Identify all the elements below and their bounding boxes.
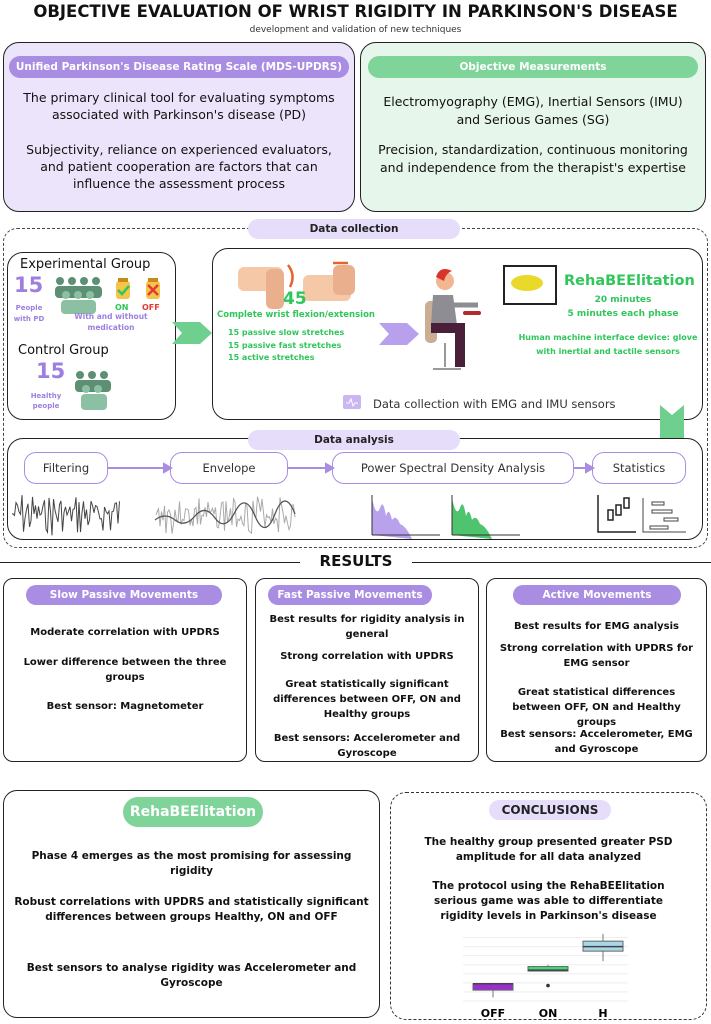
- conclusions-title: CONCLUSIONS: [489, 800, 611, 820]
- sensor-monitor-icon: [343, 395, 361, 409]
- data-collection-label: Data collection: [248, 219, 460, 239]
- rehab-item: Best sensors to analyse rigidity was Acc…: [26, 962, 357, 989]
- result-item: Best results for rigidity analysis in ge…: [269, 614, 465, 640]
- updrs-header: Unified Parkinson's Disease Rating Scale…: [9, 56, 349, 78]
- movement-item: 15 passive slow stretches: [228, 328, 345, 337]
- protocol-panel: 45 Complete wrist flexion/extension 15 p…: [212, 248, 703, 420]
- candlestick-chart-icon: [597, 495, 636, 533]
- result-card-slow: Slow Passive Movements Moderate correlat…: [3, 578, 247, 762]
- analysis-graphics: [11, 462, 686, 539]
- horizontal-boxplot-icon: [642, 498, 686, 533]
- green-chevron-arrow: [172, 322, 212, 344]
- results-divider-left: [0, 562, 300, 563]
- boxplot-category-label: H: [598, 1007, 607, 1019]
- conclusion-item: The healthy group presented greater PSD …: [424, 836, 673, 863]
- envelope-curve: [154, 500, 296, 529]
- objective-text-2: Precision, standardization, continuous m…: [378, 142, 688, 175]
- result-item: Best sensor: Magnetometer: [46, 701, 204, 712]
- boxplot-category-label: OFF: [481, 1007, 505, 1019]
- page-subtitle: development and validation of new techni…: [249, 25, 462, 35]
- on-label: ON: [115, 303, 129, 312]
- purple-chevron-arrow: [379, 323, 419, 345]
- envelope-raw-waveform: [155, 496, 296, 535]
- medication-on-icon: [116, 278, 130, 299]
- result-card-fast: Fast Passive Movements Best results for …: [255, 578, 479, 762]
- conclusion-item: The protocol using the RehaBEElitation s…: [432, 880, 665, 922]
- results-title: RESULTS: [319, 552, 393, 570]
- psd-plot-purple: [372, 498, 412, 539]
- boxplot-category-label: ON: [539, 1007, 558, 1019]
- result-item: Moderate correlation with UPDRS: [30, 627, 220, 638]
- result-item: Best sensors: Accelerometer and Gyroscop…: [273, 733, 461, 759]
- result-item: Strong correlation with UPDRS: [280, 651, 454, 662]
- wrist-flexion-icon: [238, 261, 355, 309]
- healthy-people-icon: [75, 371, 111, 410]
- medication-desc: With and without medication: [74, 312, 148, 332]
- updrs-text-1: The primary clinical tool for evaluating…: [23, 90, 335, 122]
- control-count: 15: [36, 359, 66, 383]
- results-divider-right: [412, 562, 711, 563]
- experimental-desc: People with PD: [13, 304, 45, 323]
- movement-title: Complete wrist flexion/extension: [217, 310, 375, 320]
- game-name: RehaBEElitation: [564, 273, 695, 289]
- rehab-item: Phase 4 emerges as the most promising fo…: [31, 850, 352, 877]
- conclusions-panel: CONCLUSIONS The healthy group presented …: [390, 792, 707, 1020]
- result-card-title: Active Movements: [513, 585, 681, 605]
- conclusions-boxplot: OFF ON H: [463, 933, 628, 1019]
- page-title: OBJECTIVE EVALUATION OF WRIST RIGIDITY I…: [33, 2, 678, 21]
- result-item: Great statistically significant differen…: [273, 679, 461, 720]
- game-duration: 20 minutes: [594, 295, 652, 305]
- device-desc: Human machine interface device: glove wi…: [518, 333, 698, 356]
- objective-text-1: Electromyography (EMG), Inertial Sensors…: [383, 94, 683, 127]
- data-analysis-label: Data analysis: [248, 430, 460, 450]
- seated-person-illustration: [425, 269, 481, 370]
- movement-item: 15 active stretches: [228, 353, 315, 362]
- updrs-text-2: Subjectivity, reliance on experienced ev…: [26, 142, 332, 191]
- control-group-title: Control Group: [18, 343, 109, 358]
- updrs-panel: Unified Parkinson's Disease Rating Scale…: [3, 42, 355, 212]
- rehab-title: RehaBEElitation: [123, 797, 263, 827]
- game-screen-icon: [503, 265, 557, 305]
- objective-header: Objective Measurements: [368, 56, 698, 78]
- movement-item: 15 passive fast stretches: [228, 340, 342, 350]
- step-envelope: Envelope: [170, 452, 288, 484]
- off-label: OFF: [142, 303, 160, 312]
- step-filtering: Filtering: [24, 452, 108, 484]
- rehab-panel: RehaBEElitation Phase 4 emerges as the m…: [3, 790, 380, 1018]
- result-item: Lower difference between the three group…: [23, 657, 227, 683]
- medication-off-icon: [146, 278, 160, 299]
- result-item: Great statistical differences between OF…: [512, 687, 681, 728]
- control-desc: Healthy people: [30, 392, 62, 410]
- result-card-title: Slow Passive Movements: [26, 585, 222, 605]
- objective-panel: Objective Measurements Electromyography …: [360, 42, 706, 212]
- game-phase: 5 minutes each phase: [567, 309, 679, 319]
- sensors-caption: Data collection with EMG and IMU sensors: [373, 397, 616, 411]
- movement-count: 45: [283, 289, 307, 309]
- boxplot-outlier: [546, 983, 550, 988]
- step-psd: Power Spectral Density Analysis: [332, 452, 574, 484]
- groups-panel: Experimental Group 15 People with PD ON …: [7, 252, 176, 420]
- result-item: Best sensors: Accelerometer, EMG and Gyr…: [500, 729, 693, 755]
- boxplot-box-ON: [527, 966, 569, 972]
- result-item: Best results for EMG analysis: [513, 621, 680, 632]
- psd-plot-green: [452, 498, 492, 539]
- result-item: Strong correlation with UPDRS for EMG se…: [499, 643, 694, 669]
- rehab-item: Robust correlations with UPDRS and stati…: [14, 896, 369, 923]
- experimental-count: 15: [14, 273, 44, 297]
- result-card-title: Fast Passive Movements: [268, 585, 432, 605]
- filtered-signal-waveform: [11, 495, 120, 536]
- boxplot-box-OFF: [472, 983, 514, 991]
- experimental-group-title: Experimental Group: [20, 257, 151, 272]
- people-group-icon: [55, 277, 102, 314]
- result-card-active: Active Movements Best results for EMG an…: [486, 578, 707, 762]
